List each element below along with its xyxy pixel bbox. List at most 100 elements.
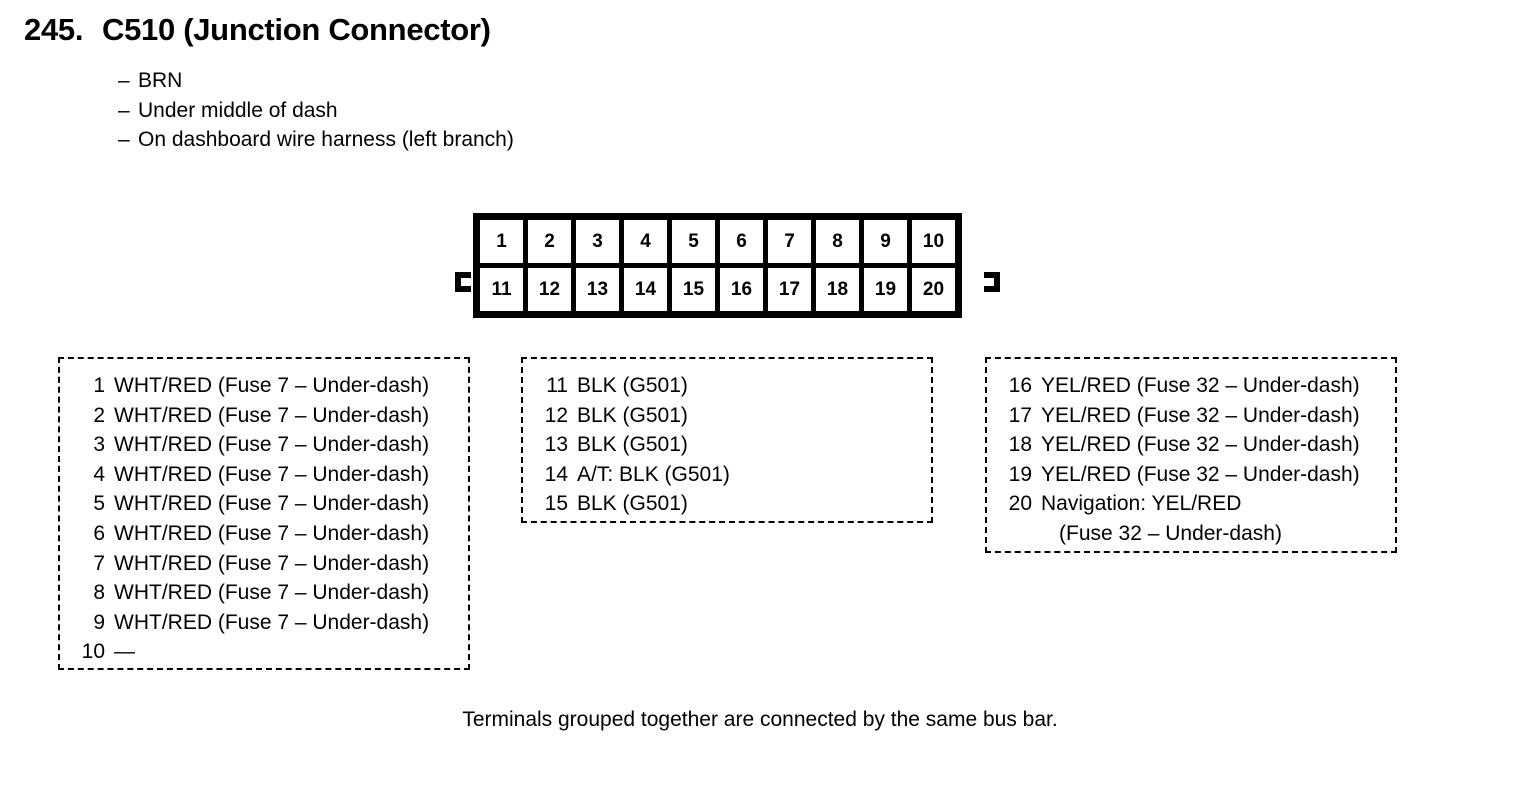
pin-cell-6[interactable]: 6	[720, 220, 768, 268]
terminal-number: 20	[1008, 492, 1032, 516]
terminal-description-line: BLK (G501)	[577, 403, 688, 427]
attribute-line: –On dashboard wire harness (left branch)	[118, 125, 818, 155]
terminal-number: 13	[544, 433, 568, 457]
terminal-number: 14	[544, 462, 568, 486]
terminal-description: WHT/RED (Fuse 7 – Under-dash)	[114, 430, 468, 460]
terminal-row: 20 Navigation: YEL/RED (Fuse 32 – Under-da…	[987, 489, 1395, 548]
pin-cell-5[interactable]: 5	[672, 220, 720, 268]
terminal-description: Navigation: YEL/RED (Fuse 32 – Under-dash…	[1041, 489, 1395, 548]
attribute-text: Under middle of dash	[138, 98, 338, 122]
terminal-number: 16	[1008, 374, 1032, 397]
pin-cell-11[interactable]: 11	[480, 268, 528, 311]
terminal-number: 9	[93, 610, 105, 634]
pin-cell-12[interactable]: 12	[528, 268, 576, 311]
terminal-description-line: WHT/RED (Fuse 7 – Under-dash)	[114, 551, 430, 575]
bus-bar-note: Terminals grouped together are connected…	[462, 708, 1058, 731]
pin-cell-1[interactable]: 1	[480, 220, 528, 268]
terminal-description: A/T: BLK (G501)	[577, 460, 931, 490]
terminal-number: 6	[93, 521, 105, 545]
pin-cell-2[interactable]: 2	[528, 220, 576, 268]
pin-cell-10[interactable]: 10	[912, 220, 955, 268]
attribute-text: On dashboard wire harness (left branch)	[138, 128, 514, 151]
attribute-line: –BRN	[118, 66, 818, 96]
connector-locking-tab-right	[984, 272, 1000, 292]
bullet-dash-icon: –	[118, 128, 130, 151]
terminal-description-line: YEL/RED (Fuse 32 – Under-dash)	[1041, 403, 1360, 427]
pin-cell-8[interactable]: 8	[816, 220, 864, 268]
connector-attribute-list: –BRN–Under middle of dash–On dashboard w…	[118, 66, 818, 155]
attribute-line: –Under middle of dash	[118, 96, 818, 126]
terminal-row: 3 WHT/RED (Fuse 7 – Under-dash)	[60, 430, 468, 460]
terminal-description-line: WHT/RED (Fuse 7 – Under-dash)	[114, 374, 430, 397]
pin-cell-14[interactable]: 14	[624, 268, 672, 311]
bullet-dash-icon: –	[118, 98, 130, 122]
terminal-row: 10—	[60, 637, 468, 667]
pin-cell-17[interactable]: 17	[768, 268, 816, 311]
terminal-description: WHT/RED (Fuse 7 – Under-dash)	[114, 578, 468, 608]
bullet-dash-icon: –	[118, 69, 130, 92]
terminal-row: 16 YEL/RED (Fuse 32 – Under-dash)	[987, 371, 1395, 401]
terminal-description-line: —	[114, 640, 135, 664]
terminal-number: 17	[1008, 403, 1032, 427]
pin-cell-19[interactable]: 19	[864, 268, 912, 311]
pin-cell-13[interactable]: 13	[576, 268, 624, 311]
pin-cell-20[interactable]: 20	[912, 268, 955, 311]
terminal-description-line: Navigation: YEL/RED	[1041, 492, 1242, 516]
terminal-description: BLK (G501)	[577, 489, 931, 519]
terminal-row: 9 WHT/RED (Fuse 7 – Under-dash)	[60, 608, 468, 638]
pin-cell-9[interactable]: 9	[864, 220, 912, 268]
pin-cell-3[interactable]: 3	[576, 220, 624, 268]
terminal-row: 17 YEL/RED (Fuse 32 – Under-dash)	[987, 401, 1395, 431]
terminal-number: 8	[93, 581, 105, 605]
terminal-description-wrap-line: (Fuse 32 – Under-dash)	[1059, 521, 1282, 545]
connector-locking-tab-left	[455, 272, 471, 292]
terminal-description: BLK (G501)	[577, 430, 931, 460]
pin-cell-7[interactable]: 7	[768, 220, 816, 268]
terminal-description-line: BLK (G501)	[577, 374, 688, 397]
terminal-row: 13 BLK (G501)	[523, 430, 931, 460]
terminal-number: 11	[546, 374, 568, 397]
terminal-row: 2 WHT/RED (Fuse 7 – Under-dash)	[60, 401, 468, 431]
terminal-row: 14 A/T: BLK (G501)	[523, 460, 931, 490]
terminal-description: YEL/RED (Fuse 32 – Under-dash)	[1041, 401, 1395, 431]
terminal-description-line: WHT/RED (Fuse 7 – Under-dash)	[114, 492, 430, 516]
terminal-description-line: WHT/RED (Fuse 7 – Under-dash)	[114, 521, 430, 545]
terminal-number: 12	[544, 403, 568, 427]
pin-cell-18[interactable]: 18	[816, 268, 864, 311]
terminal-row: 5 WHT/RED (Fuse 7 – Under-dash)	[60, 489, 468, 519]
pin-cell-4[interactable]: 4	[624, 220, 672, 268]
pin-cell-16[interactable]: 16	[720, 268, 768, 311]
terminal-description: WHT/RED (Fuse 7 – Under-dash)	[114, 401, 468, 431]
terminal-number: 1	[93, 374, 105, 397]
terminal-description: WHT/RED (Fuse 7 – Under-dash)	[114, 519, 468, 549]
terminal-description-line: BLK (G501)	[577, 492, 688, 516]
page-title-number: 245.	[24, 12, 84, 47]
terminal-description: YEL/RED (Fuse 32 – Under-dash)	[1041, 371, 1395, 401]
terminal-number: 2	[93, 403, 105, 427]
page-title: 245.C510 (Junction Connector)	[24, 14, 491, 45]
terminal-number: 3	[93, 433, 105, 457]
terminal-description-line: WHT/RED (Fuse 7 – Under-dash)	[114, 610, 430, 634]
terminal-description: WHT/RED (Fuse 7 – Under-dash)	[114, 460, 468, 490]
terminal-description-line: YEL/RED (Fuse 32 – Under-dash)	[1041, 433, 1360, 457]
attribute-text: BRN	[138, 69, 183, 92]
terminal-row: 8 WHT/RED (Fuse 7 – Under-dash)	[60, 578, 468, 608]
terminal-number: 5	[93, 492, 105, 516]
terminal-description: YEL/RED (Fuse 32 – Under-dash)	[1041, 460, 1395, 490]
pin-cell-15[interactable]: 15	[672, 268, 720, 311]
terminal-description: WHT/RED (Fuse 7 – Under-dash)	[114, 608, 468, 638]
terminal-description: YEL/RED (Fuse 32 – Under-dash)	[1041, 430, 1395, 460]
terminal-number: 18	[1008, 433, 1032, 457]
terminal-row: 6 WHT/RED (Fuse 7 – Under-dash)	[60, 519, 468, 549]
